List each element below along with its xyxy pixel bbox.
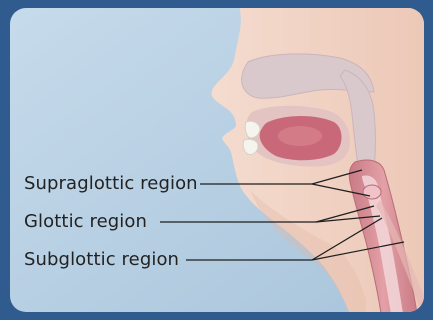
glottis xyxy=(363,185,381,199)
supraglottic-region-label: Supraglottic region xyxy=(24,174,198,194)
lower-teeth xyxy=(243,139,258,154)
glottic-region-label: Glottic region xyxy=(24,212,147,232)
subglottic-region-label: Subglottic region xyxy=(24,250,179,270)
tongue-highlight xyxy=(278,126,322,146)
